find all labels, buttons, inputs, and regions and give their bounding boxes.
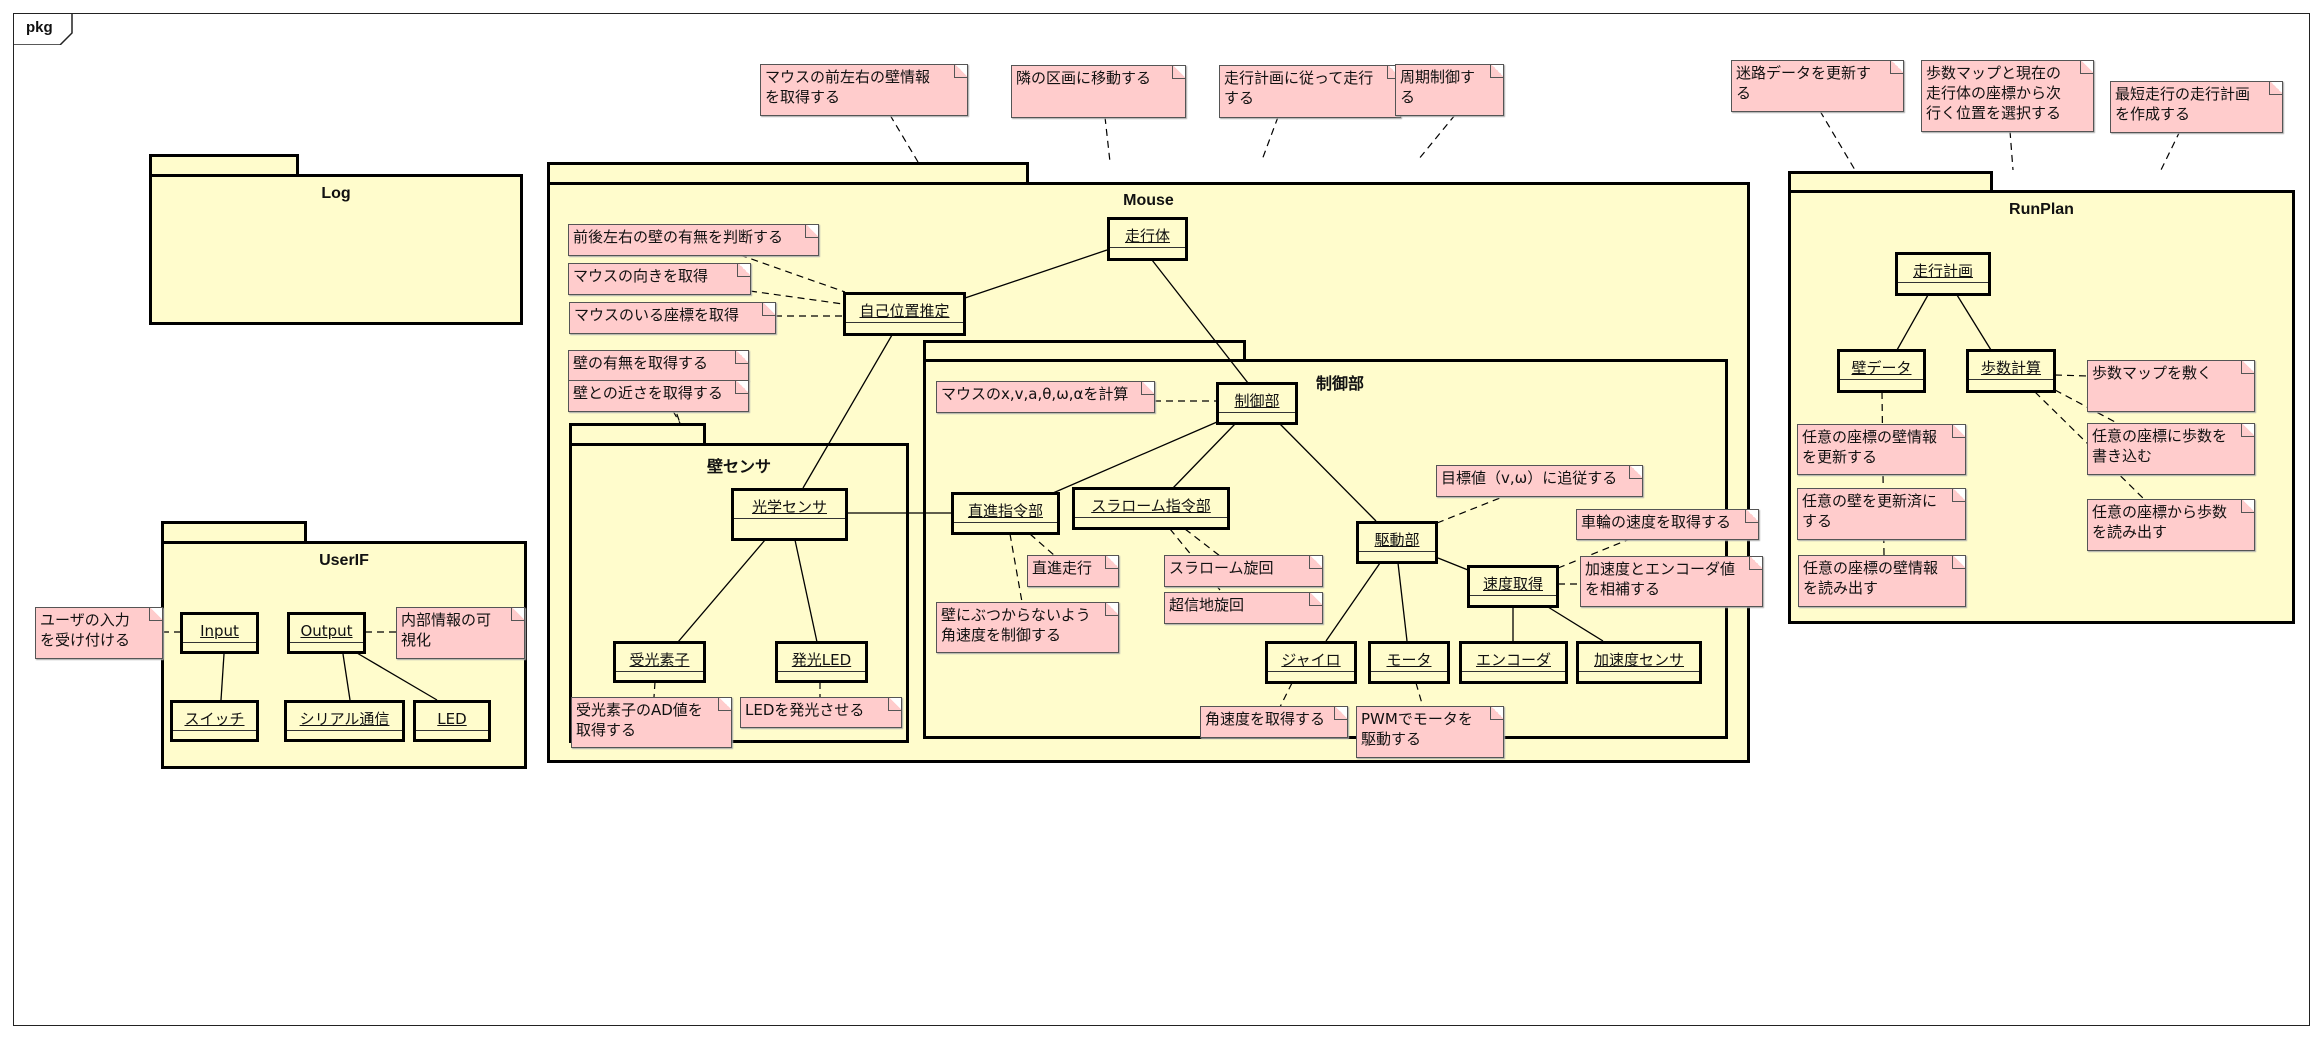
package-title: Mouse (1123, 192, 1174, 209)
note[interactable]: 任意の座標から歩数 を読み出す (2087, 499, 2255, 551)
class-name: 駆動部 (1374, 531, 1420, 549)
package-title: RunPlan (2009, 201, 2074, 218)
class-name: 壁データ (1851, 359, 1912, 377)
class-slalom-cmd[interactable]: スラローム指令部 (1072, 487, 1230, 530)
class-led[interactable]: LED (413, 700, 491, 742)
class-name: 速度取得 (1482, 575, 1543, 593)
note[interactable]: 歩数マップと現在の 走行体の座標から次 行く位置を選択する (1921, 60, 2094, 132)
note[interactable]: 加速度とエンコーダ値 を相補する (1580, 556, 1763, 607)
class-photo-receiver[interactable]: 受光素子 (613, 641, 706, 683)
diagram-frame (13, 13, 2310, 1026)
class-run-plan[interactable]: 走行計画 (1895, 252, 1991, 296)
class-straight-cmd[interactable]: 直進指令部 (951, 492, 1060, 535)
class-output[interactable]: Output (287, 612, 366, 654)
note[interactable]: 車輪の速度を取得する (1576, 509, 1759, 540)
class-name: スラローム指令部 (1091, 497, 1211, 515)
class-wall-data[interactable]: 壁データ (1837, 349, 1926, 393)
class-name: 歩数計算 (1980, 359, 2041, 377)
class-accel-sensor[interactable]: 加速度センサ (1576, 641, 1702, 684)
class-name: 走行体 (1124, 227, 1170, 245)
class-encoder[interactable]: エンコーダ (1459, 641, 1568, 684)
class-optical-sensor[interactable]: 光学センサ (731, 488, 848, 541)
class-name: Input (200, 622, 239, 640)
note[interactable]: マウスの前左右の壁情報 を取得する (760, 64, 968, 116)
note[interactable]: 最短走行の走行計画 を作成する (2110, 81, 2283, 133)
note[interactable]: LEDを発光させる (740, 697, 902, 728)
package-title: UserIF (319, 552, 369, 569)
class-name: 直進指令部 (967, 502, 1043, 520)
note[interactable]: マウスのx,v,a,θ,ω,αを計算 (936, 381, 1155, 413)
class-name: スイッチ (184, 710, 245, 728)
note[interactable]: 前後左右の壁の有無を判断する (568, 224, 819, 256)
class-speed-get[interactable]: 速度取得 (1467, 565, 1559, 608)
class-name: エンコーダ (1475, 651, 1551, 669)
class-name: 発光LED (791, 651, 852, 669)
note[interactable]: 歩数マップを敷く (2087, 360, 2255, 412)
note[interactable]: 任意の座標に歩数を 書き込む (2087, 423, 2255, 475)
class-name: 走行計画 (1912, 262, 1973, 280)
note[interactable]: ユーザの入力 を受け付ける (35, 607, 163, 659)
note[interactable]: 任意の座標の壁情報 を読み出す (1798, 555, 1966, 607)
frame-tab (13, 13, 73, 45)
note[interactable]: PWMでモータを 駆動する (1356, 706, 1504, 758)
note[interactable]: 壁にぶつからないよう 角速度を制御する (936, 602, 1119, 653)
class-name: 自己位置推定 (859, 302, 950, 320)
class-emitting-led[interactable]: 発光LED (775, 641, 868, 683)
note[interactable]: 迷路データを更新す る (1731, 60, 1904, 112)
note[interactable]: 直進走行 (1027, 555, 1119, 587)
package-title: 制御部 (1316, 376, 1365, 393)
note[interactable]: 壁の有無を取得する (568, 350, 749, 381)
class-name: モータ (1386, 651, 1432, 669)
frame-label: pkg (26, 19, 53, 36)
class-name: Output (300, 622, 353, 640)
note[interactable]: 周期制御する (1395, 64, 1504, 116)
class-self-position[interactable]: 自己位置推定 (843, 292, 966, 336)
package-title: Log (321, 185, 351, 202)
note[interactable]: 任意の壁を更新済に する (1797, 488, 1966, 540)
class-drive[interactable]: 駆動部 (1356, 521, 1438, 564)
package-title: 壁センサ (706, 459, 771, 476)
class-gyro[interactable]: ジャイロ (1265, 641, 1357, 684)
note[interactable]: 内部情報の可 視化 (396, 607, 525, 659)
note[interactable]: 受光素子のAD値を 取得する (571, 697, 732, 748)
note[interactable]: 任意の座標の壁情報 を更新する (1797, 424, 1966, 475)
class-switch[interactable]: スイッチ (170, 700, 259, 742)
class-motor[interactable]: モータ (1368, 641, 1450, 684)
note[interactable]: 超信地旋回 (1164, 592, 1323, 624)
note[interactable]: マウスのいる座標を取得 (569, 302, 776, 334)
class-input[interactable]: Input (180, 612, 259, 654)
class-controller[interactable]: 制御部 (1216, 382, 1298, 425)
class-name: シリアル通信 (299, 710, 390, 728)
class-vehicle[interactable]: 走行体 (1107, 217, 1188, 261)
package-log[interactable]: Log (149, 174, 523, 325)
note[interactable]: 壁との近さを取得する (568, 380, 749, 412)
class-name: LED (437, 710, 467, 728)
note[interactable]: 目標値（v,ω）に追従する (1436, 465, 1643, 497)
class-name: 光学センサ (751, 498, 827, 516)
class-name: ジャイロ (1281, 651, 1341, 669)
class-name: 受光素子 (629, 651, 690, 669)
class-name: 制御部 (1234, 392, 1280, 410)
class-step-calc[interactable]: 歩数計算 (1966, 349, 2056, 393)
note[interactable]: 角速度を取得する (1200, 706, 1348, 738)
note[interactable]: 走行計画に従って走行 する (1219, 65, 1401, 118)
note[interactable]: スラローム旋回 (1164, 555, 1323, 587)
note[interactable]: マウスの向きを取得 (568, 263, 751, 295)
note[interactable]: 隣の区画に移動する (1011, 65, 1186, 118)
class-serial[interactable]: シリアル通信 (284, 700, 405, 742)
class-name: 加速度センサ (1593, 651, 1684, 669)
